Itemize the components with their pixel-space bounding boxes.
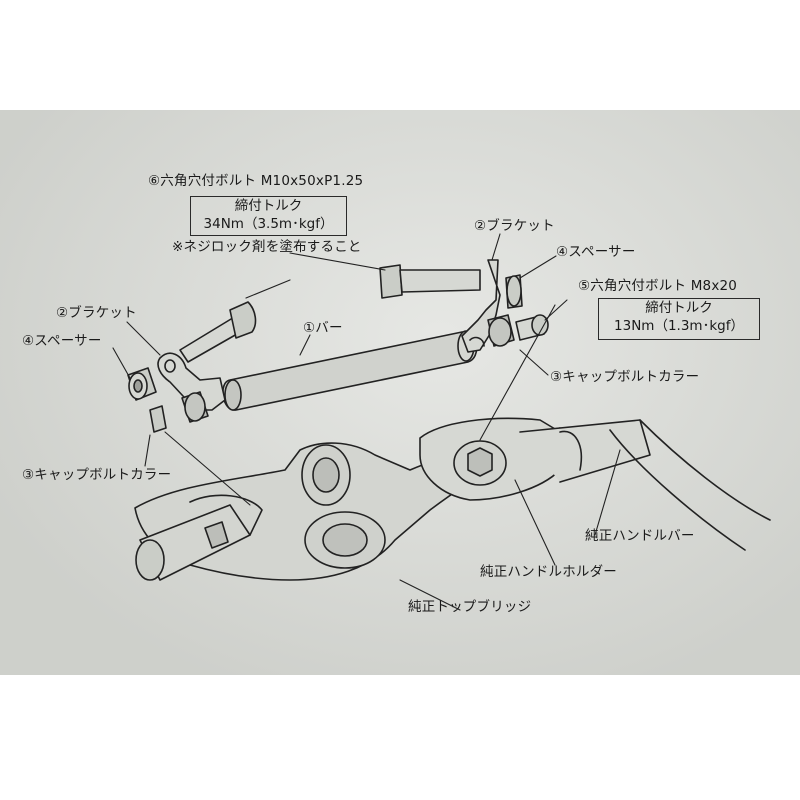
torque-value-m10: 34Nm（3.5m･kgf） — [203, 216, 334, 232]
torque-value-m8: 13Nm（1.3m･kgf） — [614, 318, 744, 334]
oem-handlebar-left-shape — [135, 494, 263, 581]
label-oem-holder: 純正ハンドルホルダー — [480, 564, 617, 580]
instruction-sheet: ⑥六角穴付ボルト M10x50xP1.25 締付トルク 34Nm（3.5m･kg… — [0, 110, 800, 675]
label-cap-collar-left: ③キャップボルトカラー — [22, 467, 172, 483]
bolt-m10-shape — [179, 301, 257, 363]
label-oem-top-bridge: 純正トップブリッジ — [408, 599, 532, 615]
spacer-left-shape — [127, 367, 157, 401]
label-bar: ①バー — [303, 320, 343, 336]
cap-bolt-right-shape — [487, 314, 549, 347]
torque-title-m8: 締付トルク — [645, 300, 713, 316]
label-cap-collar-right: ③キャップボルトカラー — [550, 369, 700, 385]
label-bracket-left: ②ブラケット — [56, 305, 137, 321]
torque-title-m10: 締付トルク — [234, 198, 303, 214]
label-bolt-m8: ⑤六角穴付ボルト M8x20 — [578, 278, 738, 294]
cap-bolt-left-shape — [149, 391, 209, 433]
label-spacer-left: ④スペーサー — [22, 333, 102, 349]
spacer-right-shape — [505, 274, 523, 309]
label-spacer-right: ④スペーサー — [556, 244, 636, 260]
torque-box-m8: 締付トルク 13Nm（1.3m･kgf） — [598, 298, 760, 340]
label-bolt-m10: ⑥六角穴付ボルト M10x50xP1.25 — [148, 173, 364, 189]
label-oem-handlebar: 純正ハンドルバー — [585, 528, 695, 544]
torque-box-m10: 締付トルク 34Nm（3.5m･kgf） — [190, 196, 347, 236]
leader-lines — [112, 233, 621, 611]
oem-handlebar-right-shape — [519, 419, 771, 551]
bracket-left-shape — [157, 352, 226, 411]
bolt-top-shape — [379, 264, 481, 299]
exploded-assembly-diagram — [112, 233, 771, 611]
label-bracket-right: ②ブラケット — [474, 218, 555, 234]
bar-shape — [222, 330, 478, 411]
handle-holder-shape — [419, 417, 561, 501]
label-locking-note: ※ネジロック剤を塗布すること — [172, 239, 362, 255]
